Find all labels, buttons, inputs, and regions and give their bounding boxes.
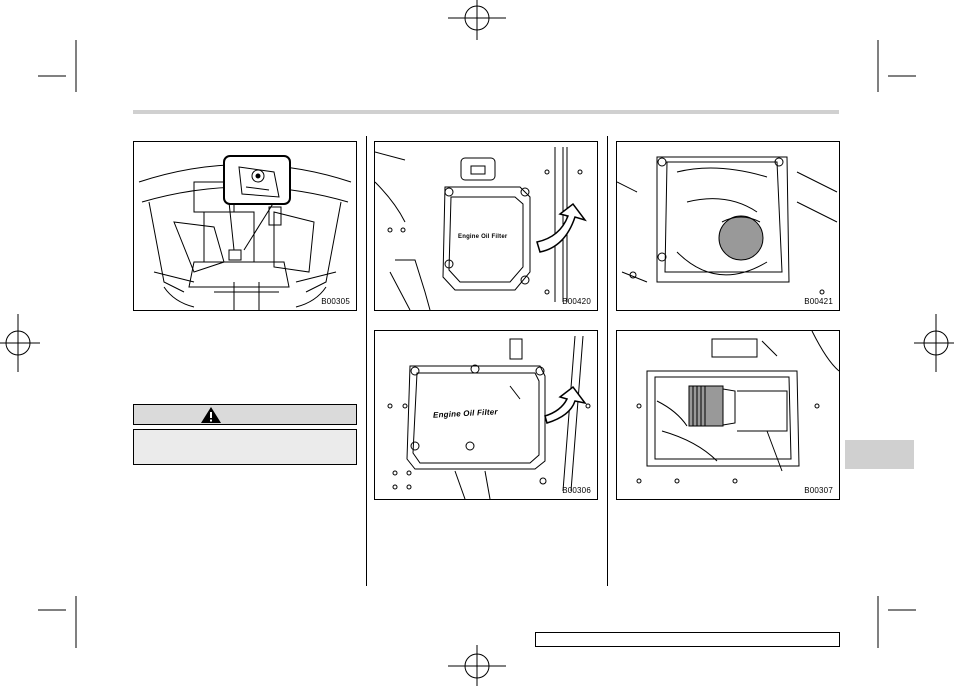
warning-body bbox=[133, 429, 357, 465]
warning-header bbox=[133, 404, 357, 425]
cover-removal-illustration bbox=[387, 335, 591, 499]
figure-code: B00306 bbox=[562, 486, 591, 495]
figure-underbody: B00305 bbox=[133, 141, 357, 311]
figure-code: B00307 bbox=[804, 486, 833, 495]
filter-illustration bbox=[617, 156, 838, 295]
figure-cover-closed: Engine Oil Filter B00420 bbox=[374, 141, 598, 311]
figure-filter-removal: B00307 bbox=[616, 330, 840, 500]
warning-triangle-icon bbox=[201, 407, 221, 423]
figure-code: B00420 bbox=[562, 297, 591, 306]
footer-box bbox=[535, 632, 840, 647]
figure-code: B00305 bbox=[321, 297, 350, 306]
cover-illustration bbox=[375, 147, 587, 310]
header-bar bbox=[133, 110, 839, 114]
underbody-illustration bbox=[138, 155, 352, 310]
figure-cover-removal: Engine Oil Filter B00306 bbox=[374, 330, 598, 500]
figure-code: B00421 bbox=[804, 297, 833, 306]
column-divider-1 bbox=[366, 136, 367, 586]
filter-removal-illustration bbox=[636, 331, 839, 484]
section-tab bbox=[845, 440, 914, 469]
filter-label: Engine Oil Filter bbox=[458, 234, 508, 240]
figure-filter-exposed: B00421 bbox=[616, 141, 840, 311]
column-divider-2 bbox=[607, 136, 608, 586]
